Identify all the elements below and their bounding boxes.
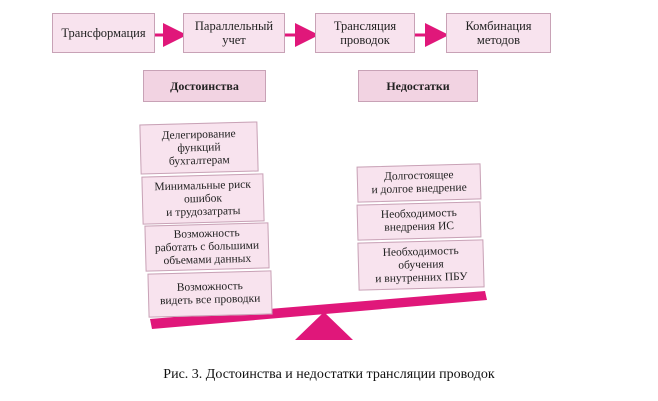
cons-item-training: Необходимость обучения и внутренних ПБУ (357, 239, 485, 291)
scale-fulcrum (295, 312, 353, 340)
flow-box-parallel-accounting: Параллельный учет (183, 13, 285, 53)
flow-box-combination: Комбинация методов (446, 13, 551, 53)
flow-box-transaction-translation: Трансляция проводок (315, 13, 415, 53)
scale-beam (150, 291, 487, 329)
figure-caption: Рис. 3. Достоинства и недостатки трансля… (163, 367, 495, 382)
flow-box-transformation: Трансформация (52, 13, 155, 53)
pros-item-minimal-risk: Минимальные риск ошибок и трудозатраты (141, 173, 265, 225)
cons-heading: Недостатки (358, 70, 478, 102)
pros-item-delegation: Делегирование функций бухгалтерам (139, 121, 259, 175)
cons-item-costly-implementation: Долгостоящее и долгое внедрение (356, 163, 482, 203)
pros-item-large-data: Возможность работать с большими объемами… (144, 222, 270, 272)
pros-item-see-all-entries: Возможность видеть все проводки (147, 270, 273, 318)
pros-heading: Достоинства (143, 70, 266, 102)
cons-item-is-implementation: Необходимость внедрения ИС (356, 201, 482, 241)
